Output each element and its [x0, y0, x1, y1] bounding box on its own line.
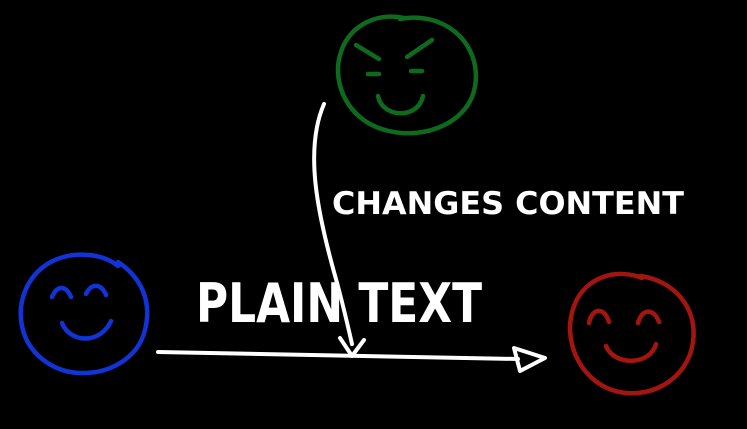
attacker-mouth-icon: [375, 93, 426, 116]
tamper-arrow: [312, 102, 366, 358]
receiver-mouth-icon: [603, 341, 659, 363]
receiver-face: [567, 271, 696, 396]
sender-head-icon: [18, 252, 150, 376]
sender-left-eye-icon: [49, 285, 74, 300]
receiver-right-eye-icon: [635, 309, 662, 326]
sender-mouth-icon: [59, 318, 114, 341]
tamper-arrow-line: [312, 102, 354, 346]
message-arrowhead-icon: [512, 346, 547, 373]
attacker-right-brow-icon: [404, 37, 435, 60]
message-arrow-line: [156, 350, 520, 361]
tamper-label: CHANGES CONTENT: [332, 186, 684, 222]
attacker-left-brow-icon: [353, 42, 382, 62]
message-label: PLAIN TEXT: [196, 272, 482, 335]
message-arrow: [156, 346, 547, 373]
sender-right-eye-icon: [83, 283, 109, 298]
receiver-left-eye-icon: [586, 308, 612, 326]
attacker-head-icon: [335, 14, 479, 136]
attacker-face: [335, 14, 479, 136]
sender-face: [18, 252, 150, 376]
tamper-arrowhead-icon: [338, 336, 366, 358]
receiver-head-icon: [567, 271, 696, 396]
